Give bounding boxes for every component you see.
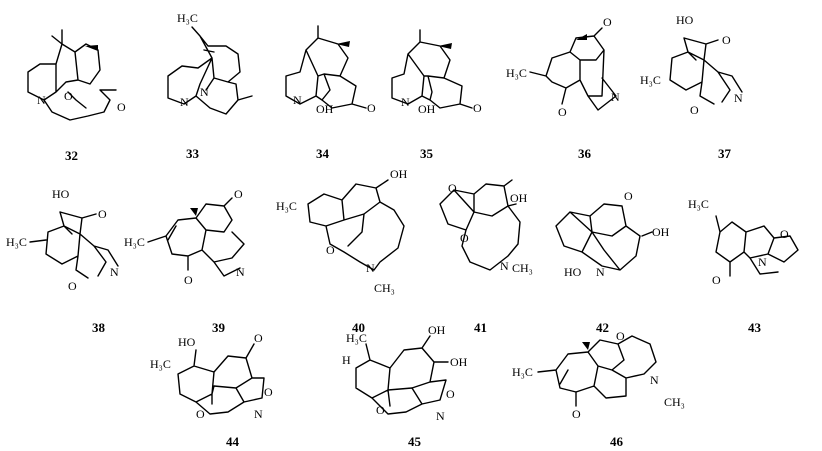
atom-label: CH₃ (374, 281, 395, 295)
atom-label: N (436, 409, 445, 423)
compound-number: 38 (92, 320, 106, 335)
atom-label: N (611, 90, 620, 104)
compound-number: 42 (596, 320, 609, 335)
atom-label: N (734, 91, 743, 105)
atom-label: HO (676, 13, 694, 27)
atom-label: OH (316, 102, 334, 116)
atom-label: O (117, 100, 126, 114)
atom-label: N (293, 93, 302, 107)
atom-label: OH (510, 191, 528, 205)
atom-label: O (68, 279, 77, 293)
compound-number: 37 (718, 146, 732, 161)
compound-number: 46 (610, 434, 624, 446)
atom-label: O (712, 273, 721, 287)
atom-label: O (234, 187, 243, 201)
atom-label: H₃C (124, 235, 145, 249)
atom-label: N (254, 407, 263, 421)
atom-label: O (624, 189, 633, 203)
atom-label: OH (428, 323, 446, 337)
atom-label: O (184, 273, 193, 287)
atom-label: O (690, 103, 699, 117)
compound-number: 45 (408, 434, 422, 446)
atom-label: O (264, 385, 273, 399)
atom-label: O (616, 329, 625, 343)
atom-label: OH (390, 167, 408, 181)
atom-label: O (254, 331, 263, 345)
atom-label: O (572, 407, 581, 421)
structure-43: H₃C O O N 43 (688, 197, 799, 335)
atom-label: O (558, 105, 567, 119)
structure-45: OH H₃C H OH O O N 45 (342, 323, 468, 449)
structure-33: H₃C N N 33 (167, 11, 253, 161)
structure-32: N O O 32 (27, 29, 126, 163)
atom-label: O (446, 387, 455, 401)
atom-label: H₃C (640, 73, 661, 87)
compound-number: 41 (474, 320, 487, 335)
atom-label: H₃C (512, 365, 533, 379)
structure-38: HO O H₃C O N 38 (6, 187, 119, 335)
atom-label: H₃C (6, 235, 27, 249)
atom-label: H₃C (346, 331, 367, 345)
compound-number: 33 (186, 146, 200, 161)
atom-label: H₃C (177, 11, 198, 25)
compound-number: 44 (226, 434, 240, 446)
atom-label: N (200, 85, 209, 99)
compound-number: 35 (420, 146, 434, 161)
structure-44: HO H₃C O O N O 44 (150, 331, 273, 449)
atom-label: O (367, 101, 376, 115)
atom-label: O (780, 227, 789, 241)
atom-label: CH₃ (664, 395, 685, 409)
structure-40: OH H₃C O N CH₃ 40 (276, 167, 408, 335)
atom-label: O (64, 89, 73, 103)
atom-label: H₃C (150, 357, 171, 371)
atom-label: O (326, 243, 335, 257)
atom-label: N (110, 265, 119, 279)
atom-label: N (366, 261, 375, 275)
structure-36: H₃C O O N 36 (506, 15, 620, 161)
atom-label: HO (564, 265, 582, 279)
atom-label: H₃C (276, 199, 297, 213)
atom-label: O (460, 231, 469, 245)
atom-label: H (342, 353, 351, 367)
structure-39: O H₃C O N 39 (124, 187, 245, 335)
atom-label: HO (178, 335, 196, 349)
compound-number: 40 (352, 320, 365, 335)
atom-label: O (448, 181, 457, 195)
atom-label: N (180, 95, 189, 109)
atom-label-ketone: O (196, 407, 205, 421)
atom-label: N (37, 93, 46, 107)
atom-label: O (376, 403, 385, 417)
structure-34: N OH O 34 (285, 25, 376, 161)
atom-label: H₃C (688, 197, 709, 211)
atom-label: OH (450, 355, 468, 369)
structure-46: O H₃C N CH₃ O 46 (512, 329, 685, 449)
atom-label: OH (418, 102, 436, 116)
compound-number: 43 (748, 320, 762, 335)
atom-label: OH (652, 225, 670, 239)
compound-number: 32 (65, 148, 78, 163)
atom-label: N (401, 95, 410, 109)
structure-41: O OH O N CH₃ 41 (439, 179, 533, 335)
atom-label: O (473, 101, 482, 115)
atom-label: O (722, 33, 731, 47)
atom-label: O (98, 207, 107, 221)
structure-35: N OH O 35 (391, 29, 482, 161)
atom-label: N (650, 373, 659, 387)
compound-number: 34 (316, 146, 330, 161)
atom-label: O (603, 15, 612, 29)
structure-37: HO O H₃C O N 37 (640, 13, 743, 161)
atom-label: H₃C (506, 66, 527, 80)
atom-label: N (758, 255, 767, 269)
compound-number: 36 (578, 146, 592, 161)
compound-number: 39 (212, 320, 226, 335)
atom-label: HO (52, 187, 70, 201)
atom-label: N (236, 265, 245, 279)
atom-label: N (500, 259, 509, 273)
structure-42: O OH N HO 42 (555, 189, 670, 335)
atom-label: N (596, 265, 605, 279)
atom-label: CH₃ (512, 261, 533, 275)
